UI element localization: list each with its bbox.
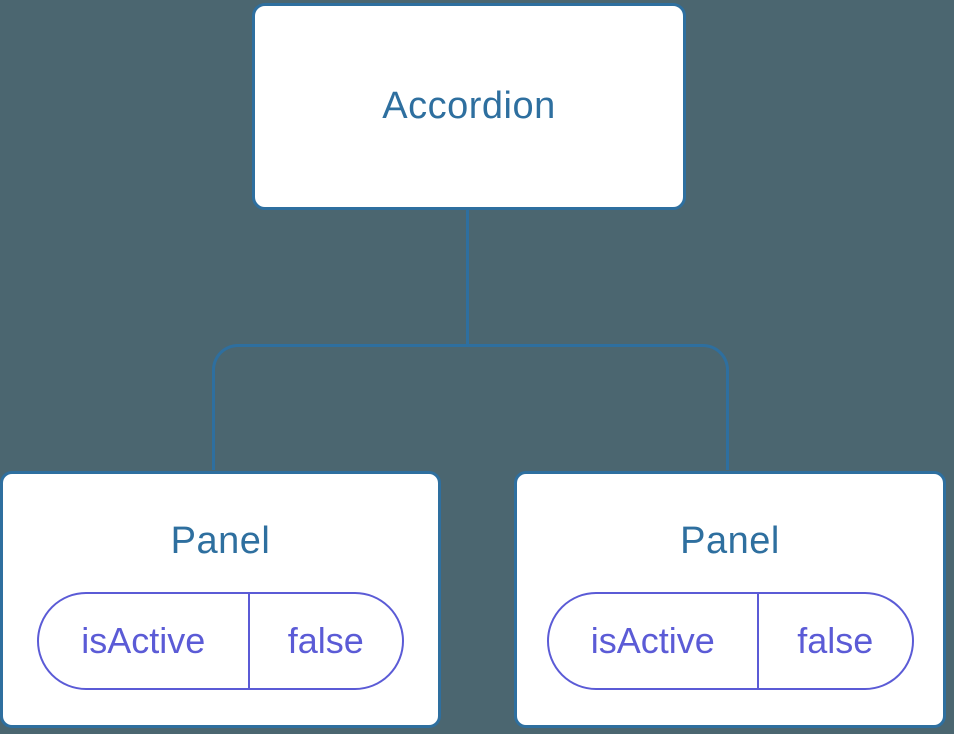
state-value: false <box>287 620 364 661</box>
node-panel-left: Panel isActive false <box>0 471 441 728</box>
connector-stem <box>466 210 469 346</box>
panel-left-state-pill: isActive false <box>37 592 404 690</box>
panel-left-label: Panel <box>170 520 271 562</box>
node-panel-right: Panel isActive false <box>514 471 946 728</box>
accordion-node-label: Accordion <box>382 85 556 127</box>
state-value: false <box>797 620 874 661</box>
connector-bracket <box>212 344 729 470</box>
panel-right-label: Panel <box>680 520 780 562</box>
state-key: isActive <box>39 594 250 688</box>
node-accordion: Accordion <box>252 3 686 210</box>
state-key: isActive <box>549 594 760 688</box>
panel-right-state-pill: isActive false <box>546 592 914 690</box>
